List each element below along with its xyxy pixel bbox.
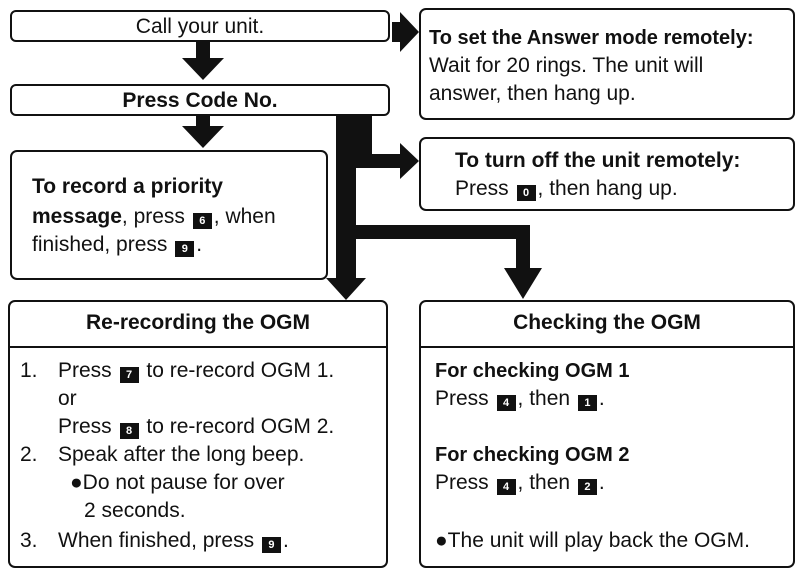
step-2-number: 2.	[20, 443, 38, 466]
ogm2-press: Press	[435, 471, 489, 494]
arrow-to-turnoff	[356, 112, 419, 179]
step-1a-press: Press	[58, 359, 112, 382]
answer-mode-box: To set the Answer mode remotely: Wait fo…	[419, 8, 795, 120]
press-code-text: Press Code No.	[122, 89, 278, 112]
step-3-text: When finished, press	[58, 529, 255, 552]
step-1b-press: Press	[58, 415, 112, 438]
priority-line2: message, press 6, when	[32, 204, 276, 230]
key-9-icon: 9	[175, 241, 195, 257]
checking-ogm2-instruction: Press 4, then 2.	[435, 471, 605, 495]
key-7-icon: 7	[119, 367, 139, 383]
key-8-icon: 8	[119, 423, 139, 439]
answer-mode-title: To set the Answer mode remotely:	[429, 27, 754, 49]
key-4-icon: 4	[496, 395, 516, 411]
turn-off-title: To turn off the unit remotely:	[455, 149, 741, 172]
turn-off-post: , then hang up.	[537, 177, 678, 200]
checking-note: ●The unit will play back the OGM.	[435, 529, 750, 552]
answer-mode-line1: Wait for 20 rings. The unit will	[429, 54, 704, 77]
key-2-icon: 2	[577, 479, 597, 495]
arrow-to-checking	[356, 225, 542, 299]
checking-ogm1-instruction: Press 4, then 1.	[435, 387, 605, 411]
priority-when-text: , when	[213, 205, 276, 228]
priority-press-text: , press	[121, 205, 185, 228]
key-4-icon: 4	[496, 479, 516, 495]
key-9-icon: 9	[261, 537, 281, 553]
key-6-icon: 6	[192, 213, 212, 229]
priority-message-bold: message	[32, 205, 122, 228]
step-1b: Press 8 to re-record OGM 2.	[58, 414, 334, 440]
checking-ogm1-heading: For checking OGM 1	[435, 360, 630, 382]
priority-message-box: To record a priority message, press 6, w…	[10, 150, 328, 280]
priority-line3: finished, press 9.	[32, 233, 203, 257]
turn-off-instruction: Press 0, then hang up.	[455, 176, 678, 202]
arrow-call-to-code	[182, 38, 224, 80]
ogm1-press: Press	[435, 387, 489, 410]
turn-off-box: To turn off the unit remotely: Press 0, …	[419, 137, 795, 211]
checking-ogm2-heading: For checking OGM 2	[435, 444, 630, 466]
key-0-icon: 0	[516, 185, 536, 201]
turn-off-press: Press	[455, 177, 509, 200]
step-2-bullet-line1: ●Do not pause for over	[70, 471, 285, 494]
step-3: When finished, press 9.	[58, 529, 289, 553]
rerecording-box: Re-recording the OGM 1. Press 7 to re-re…	[8, 300, 388, 568]
ogm1-then: , then	[517, 387, 571, 410]
step-1a: Press 7 to re-record OGM 1.	[58, 358, 334, 384]
step-1b-text: to re-record OGM 2.	[146, 415, 335, 438]
step-1-or: or	[58, 387, 77, 410]
priority-line1: To record a priority	[32, 175, 223, 198]
rerecording-divider	[10, 346, 386, 348]
checking-divider	[421, 346, 793, 348]
press-code-box: Press Code No.	[10, 84, 390, 116]
call-your-unit-box: Call your unit.	[10, 10, 390, 42]
checking-box: Checking the OGM For checking OGM 1 Pres…	[419, 300, 795, 568]
step-1-number: 1.	[20, 359, 38, 382]
rerecording-title: Re-recording the OGM	[85, 311, 311, 334]
arrow-call-to-answer	[392, 12, 419, 52]
answer-mode-line2: answer, then hang up.	[429, 82, 636, 105]
step-2-bullet-line2: 2 seconds.	[84, 499, 186, 522]
checking-title: Checking the OGM	[513, 311, 701, 334]
key-1-icon: 1	[577, 395, 597, 411]
step-1a-text: to re-record OGM 1.	[146, 359, 335, 382]
step-3-number: 3.	[20, 529, 38, 552]
ogm2-then: , then	[517, 471, 571, 494]
arrow-code-to-priority	[182, 112, 224, 148]
step-2-text: Speak after the long beep.	[58, 443, 305, 466]
call-your-unit-text: Call your unit.	[135, 15, 265, 38]
priority-finished-text: finished, press	[32, 233, 168, 256]
